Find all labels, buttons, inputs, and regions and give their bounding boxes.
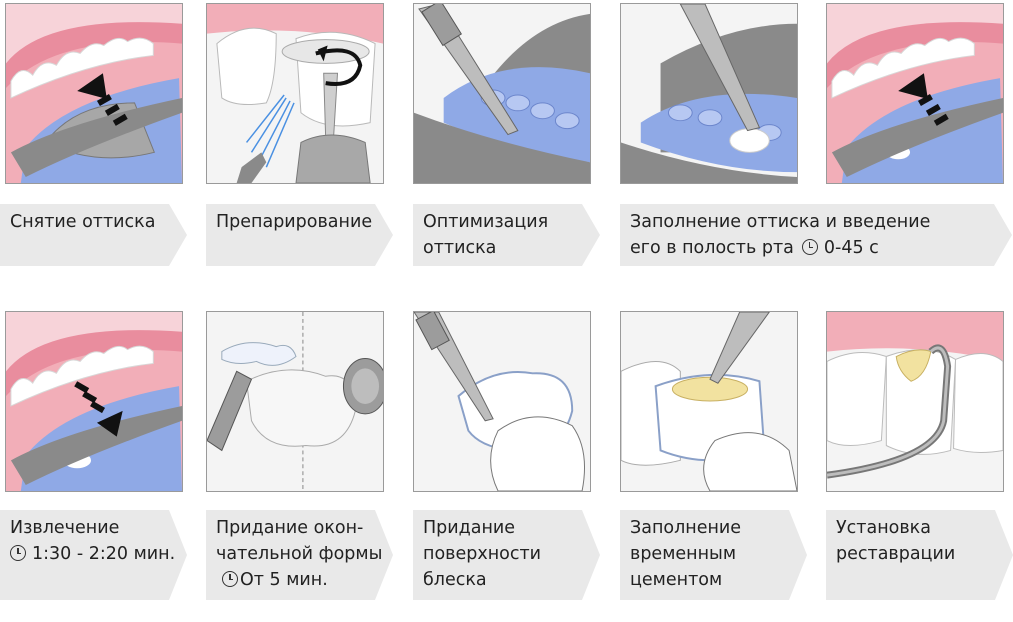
step-text-line: временным	[630, 544, 737, 564]
step-impression-filling-illustration	[620, 3, 798, 184]
step-text-line: его в полость рта 0-45 с	[630, 235, 992, 261]
clock-icon	[802, 239, 818, 255]
step-text-line: Заполнение оттиска и введение	[630, 212, 931, 232]
step-duration: От 5 мин.	[240, 570, 328, 590]
step-text-line: Придание окон-	[216, 518, 364, 538]
step-final-shaping-illustration	[206, 311, 384, 492]
step-text-line: От 5 мин.	[216, 567, 373, 593]
step-label: Заполнение оттиска и введение его в поло…	[620, 204, 1012, 266]
step-tray-insertion-illustration	[826, 3, 1004, 184]
step-text-line: Извлечение	[10, 518, 120, 538]
step-text-line: реставрации	[836, 544, 956, 564]
step-label: Извлечение 1:30 - 2:20 мин.	[0, 510, 187, 600]
step-text-line: Придание	[423, 518, 516, 538]
step-text-line: поверхности	[423, 544, 542, 564]
step-impression-removal-illustration	[5, 3, 183, 184]
step-text-line: 1:30 - 2:20 мин.	[10, 541, 167, 567]
step-text-line: цементом	[630, 570, 723, 590]
step-label: Установка реставрации	[826, 510, 1013, 600]
step-text-line: оттиска	[423, 238, 497, 258]
step-preparation-illustration	[206, 3, 384, 184]
step-restoration-placement-illustration	[826, 311, 1004, 492]
step-text-line: Заполнение	[630, 518, 742, 538]
step-duration: 1:30 - 2:20 мин.	[32, 544, 176, 564]
step-label: Придание поверхности блеска	[413, 510, 600, 600]
step-label: Придание окон- чательной формы От 5 мин.	[206, 510, 393, 600]
step-label: Заполнение временным цементом	[620, 510, 807, 600]
step-text-line: Снятие оттиска	[10, 212, 156, 232]
step-text-part: его в полость рта	[630, 238, 794, 258]
step-text-line: Установка	[836, 518, 931, 538]
step-impression-optimization-illustration	[413, 3, 591, 184]
step-text-line: блеска	[423, 570, 487, 590]
step-label: Оптимизация оттиска	[413, 204, 600, 266]
clock-icon	[10, 545, 26, 561]
step-label: Снятие оттиска	[0, 204, 187, 266]
step-text-line: Оптимизация	[423, 212, 549, 232]
clock-icon	[222, 571, 238, 587]
step-text-line: Препарирование	[216, 212, 373, 232]
step-extraction-illustration	[5, 311, 183, 492]
step-duration: 0-45 с	[823, 238, 879, 258]
step-polishing-illustration	[413, 311, 591, 492]
step-label: Препарирование	[206, 204, 393, 266]
step-cement-filling-illustration	[620, 311, 798, 492]
step-text-line: чательной формы	[216, 544, 383, 564]
